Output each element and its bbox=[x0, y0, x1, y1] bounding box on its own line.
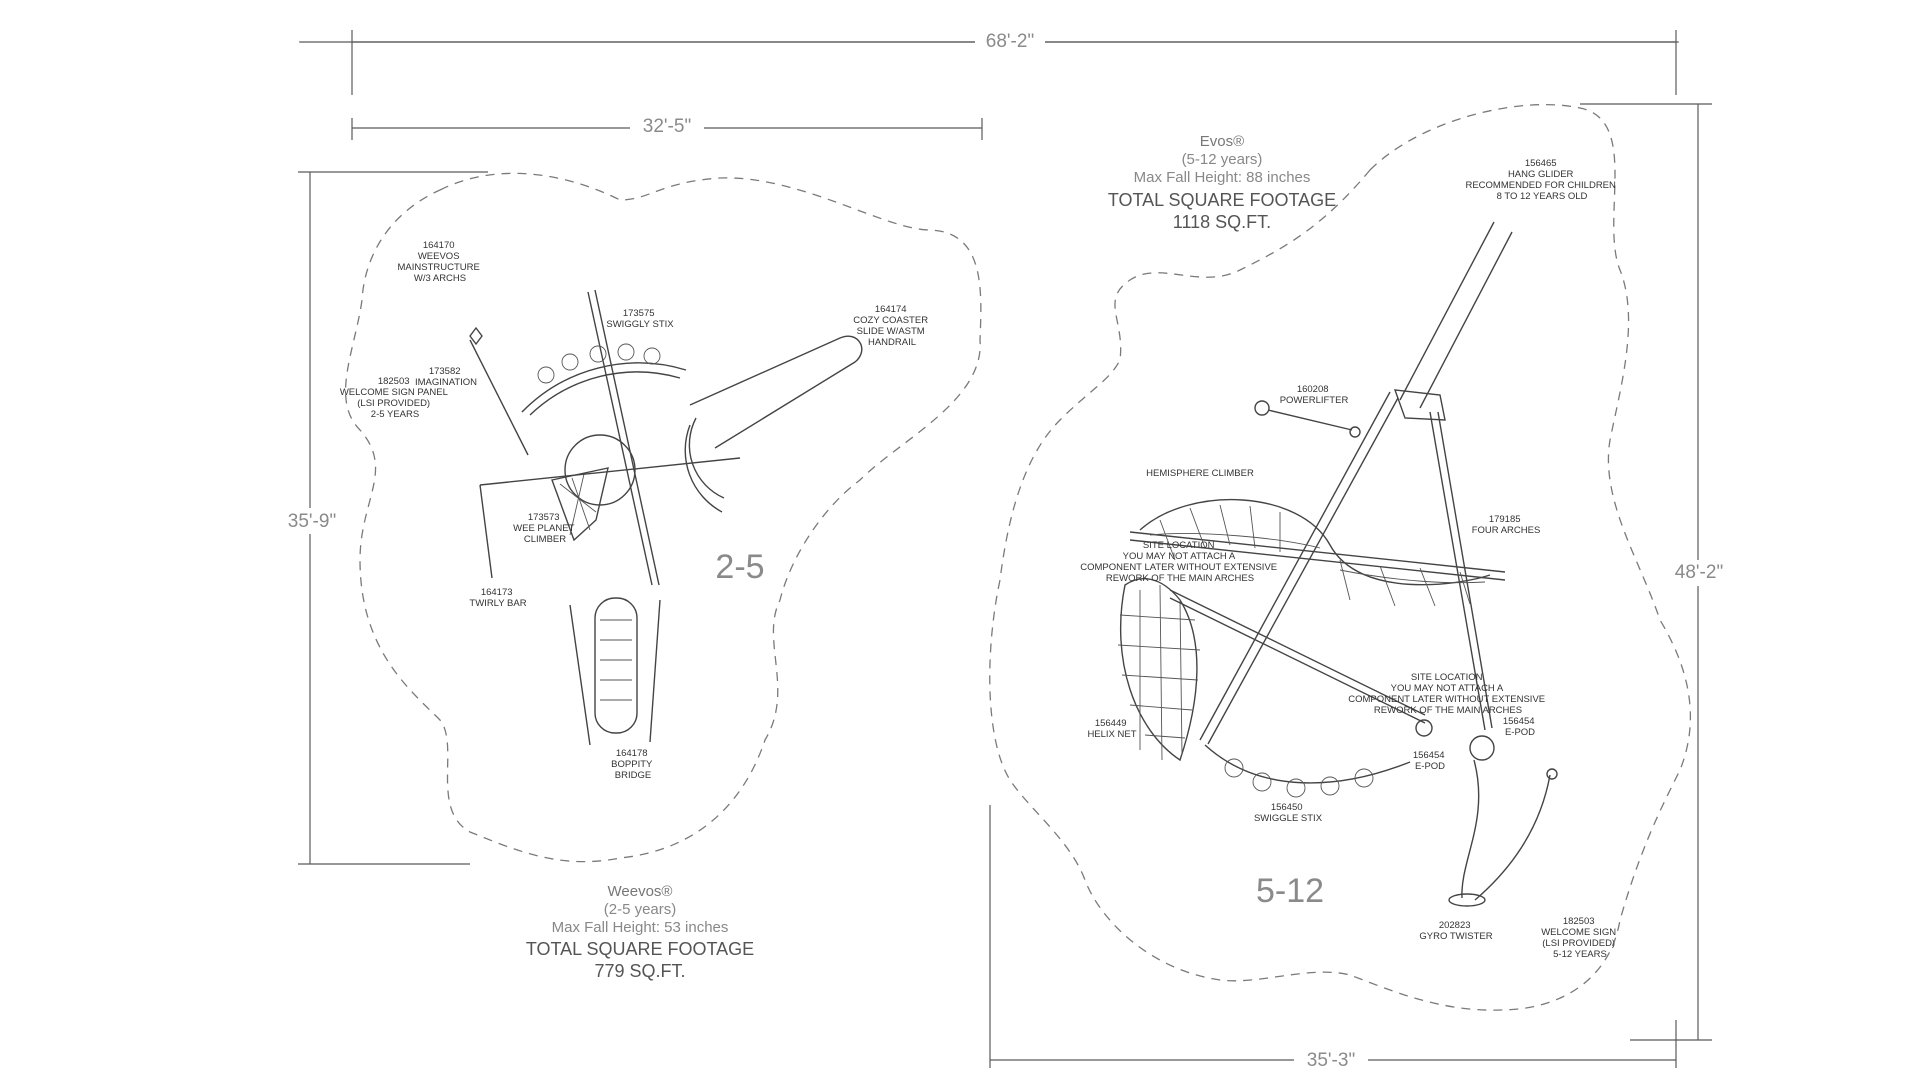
hemisphere-climber bbox=[1139, 498, 1491, 607]
label-173582: 173582 IMAGINATION bbox=[415, 366, 477, 388]
label-202823: 202823 GYRO TWISTER bbox=[1419, 920, 1492, 942]
label-site-location-2: SITE LOCATION YOU MAY NOT ATTACH A COMPO… bbox=[1348, 672, 1548, 716]
right-equipment-group bbox=[1117, 221, 1558, 907]
label-156450: 156450 SWIGGLE STIX bbox=[1254, 802, 1323, 824]
left-info-block: Weevos® (2-5 years) Max Fall Height: 53 … bbox=[526, 883, 754, 981]
label-site-location-1: SITE LOCATION YOU MAY NOT ATTACH A COMPO… bbox=[1080, 540, 1280, 584]
label-164170: 164170 WEEVOS MAINSTRUCTURE W/3 ARCHS bbox=[398, 240, 483, 284]
label-156454-b: 156454 E-POD bbox=[1503, 716, 1537, 738]
right-ages: (5-12 years) bbox=[1182, 151, 1263, 168]
label-160208: 160208 POWERLIFTER bbox=[1280, 384, 1349, 406]
left-ages: (2-5 years) bbox=[604, 901, 677, 918]
right-component-labels: 156465 HANG GLIDER RECOMMENDED FOR CHILD… bbox=[1080, 158, 1619, 960]
label-179185: 179185 FOUR ARCHES bbox=[1472, 514, 1541, 536]
dimension-left-width: 32'-5" bbox=[351, 116, 983, 140]
left-component-labels: 164170 WEEVOS MAINSTRUCTURE W/3 ARCHS 17… bbox=[340, 240, 930, 781]
powerlifter bbox=[1254, 400, 1361, 438]
label-156465: 156465 HANG GLIDER RECOMMENDED FOR CHILD… bbox=[1465, 158, 1618, 202]
dim-text-left-height: 35'-9" bbox=[288, 511, 336, 532]
right-footage-label: TOTAL SQUARE FOOTAGE bbox=[1108, 190, 1336, 210]
zone-label-2-5: 2-5 bbox=[715, 548, 764, 586]
left-footage-label: TOTAL SQUARE FOOTAGE bbox=[526, 939, 754, 959]
gyro-twister bbox=[1448, 759, 1558, 907]
dim-text-right-height: 48'-2" bbox=[1675, 562, 1723, 583]
dimension-right-width: 35'-3" bbox=[989, 805, 1677, 1072]
weevos-mainstructure bbox=[521, 289, 687, 586]
cozy-coaster-slide bbox=[684, 335, 863, 513]
right-info-block: Evos® (5-12 years) Max Fall Height: 88 i… bbox=[1108, 133, 1336, 232]
four-arches bbox=[1129, 391, 1506, 745]
zone-label-5-12: 5-12 bbox=[1256, 872, 1324, 910]
label-182503-left: 182503 WELCOME SIGN PANEL (LSI PROVIDED)… bbox=[340, 376, 450, 420]
label-156449: 156449 HELIX NET bbox=[1087, 718, 1136, 740]
left-equipment-group bbox=[469, 289, 863, 746]
label-156454-a: 156454 E-POD bbox=[1413, 750, 1447, 772]
hang-glider bbox=[1393, 221, 1513, 421]
label-173573: 173573 WEE PLANET CLIMBER bbox=[513, 512, 577, 545]
dim-text-overall-width: 68'-2" bbox=[986, 31, 1034, 52]
dim-text-left-width: 32'-5" bbox=[643, 116, 691, 137]
dimension-left-height: 35'-9" bbox=[280, 171, 488, 865]
right-safety-zone-boundary bbox=[989, 103, 1691, 1011]
imagination-panel bbox=[469, 326, 529, 456]
dim-text-right-width: 35'-3" bbox=[1307, 1050, 1355, 1071]
label-hemisphere-climber: HEMISPHERE CLIMBER bbox=[1146, 468, 1254, 479]
twirly-bar bbox=[479, 457, 741, 579]
right-fall-height: Max Fall Height: 88 inches bbox=[1134, 169, 1311, 186]
swiggly-stix bbox=[537, 343, 661, 384]
right-brand: Evos® bbox=[1200, 133, 1244, 150]
helix-net bbox=[1117, 578, 1201, 762]
e-pods bbox=[1415, 719, 1495, 761]
left-safety-zone-boundary bbox=[344, 172, 982, 863]
boppity-bridge bbox=[569, 597, 661, 746]
label-164178: 164178 BOPPITY BRIDGE bbox=[611, 748, 655, 781]
swiggle-stix bbox=[1204, 744, 1411, 798]
label-164173: 164173 TWIRLY BAR bbox=[469, 587, 526, 609]
label-164174: 164174 COZY COASTER SLIDE W/ASTM HANDRAI… bbox=[853, 304, 930, 348]
label-173575: 173575 SWIGGLY STIX bbox=[606, 308, 674, 330]
left-brand: Weevos® bbox=[608, 883, 673, 900]
left-fall-height: Max Fall Height: 53 inches bbox=[552, 919, 729, 936]
dimension-overall-width: 68'-2" bbox=[299, 30, 1679, 95]
left-footage-value: 779 SQ.FT. bbox=[594, 961, 685, 981]
dimension-right-height: 48'-2" bbox=[1580, 103, 1736, 1041]
label-182503-right: 182503 WELCOME SIGN (LSI PROVIDED) 5-12 … bbox=[1541, 916, 1619, 960]
wee-planet-climber bbox=[551, 467, 609, 542]
right-footage-value: 1118 SQ.FT. bbox=[1173, 212, 1271, 232]
